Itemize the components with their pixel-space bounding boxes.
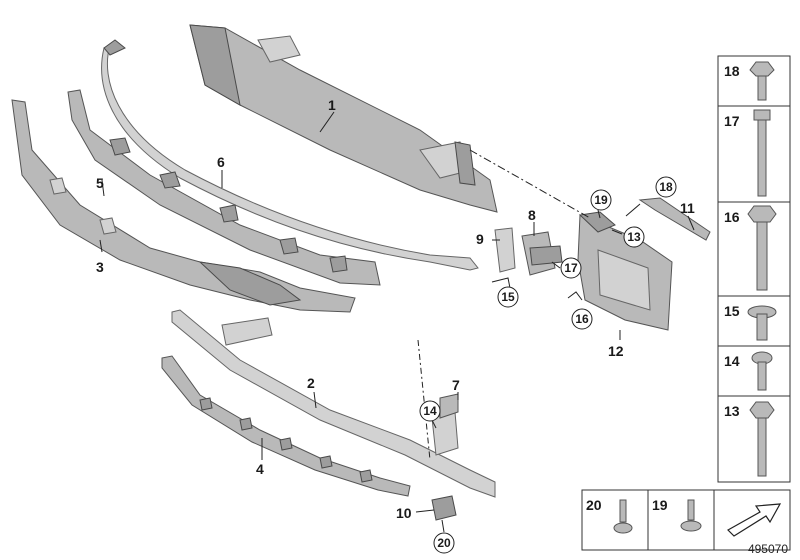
fastener-column — [717, 55, 791, 483]
bracket-8[interactable] — [521, 231, 563, 276]
svg-text:13: 13 — [627, 230, 641, 244]
bracket-arm[interactable] — [638, 197, 711, 241]
callout-8: 8 — [528, 207, 536, 223]
svg-text:20: 20 — [437, 536, 451, 550]
circle-callout-17: 17 — [560, 257, 582, 279]
fastener-18[interactable]: 18 — [724, 61, 775, 101]
svg-text:15: 15 — [501, 290, 515, 304]
svg-text:18: 18 — [659, 180, 673, 194]
callout-9: 9 — [476, 231, 484, 247]
callout-7: 7 — [452, 377, 460, 393]
callout-1: 1 — [328, 97, 336, 113]
fastener-13[interactable]: 13 — [724, 401, 775, 477]
callout-5: 5 — [96, 175, 104, 191]
circle-callout-14: 14 — [419, 400, 441, 422]
lower-strip[interactable] — [161, 355, 411, 497]
svg-text:15: 15 — [724, 303, 740, 319]
callout-10: 10 — [396, 505, 412, 521]
callout-4: 4 — [256, 461, 264, 477]
circle-callout-16: 16 — [571, 308, 593, 330]
crash-box-bracket[interactable] — [577, 211, 673, 331]
callout-3: 3 — [96, 259, 104, 275]
circle-callout-13: 13 — [623, 226, 645, 248]
callout-6: 6 — [217, 154, 225, 170]
fastener-14[interactable]: 14 — [724, 351, 773, 391]
document-number: 495070 — [747, 542, 788, 556]
callout-2: 2 — [307, 375, 315, 391]
bumper-trim-strip[interactable] — [101, 39, 479, 271]
bracket-strip[interactable] — [67, 89, 381, 286]
fastener-19[interactable]: 19 — [652, 497, 702, 532]
callout-11: 11 — [680, 200, 695, 216]
svg-text:14: 14 — [724, 353, 740, 369]
bracket-9[interactable] — [494, 227, 516, 273]
fastener-20[interactable]: 20 — [586, 497, 633, 534]
svg-text:17: 17 — [564, 261, 578, 275]
circle-callout-18: 18 — [655, 176, 677, 198]
circle-callout-20: 20 — [433, 532, 455, 554]
bumper-carrier-beam[interactable] — [189, 24, 498, 213]
svg-text:19: 19 — [594, 193, 608, 207]
circle-callout-19: 19 — [590, 189, 612, 211]
bottom-fastener-row — [581, 489, 791, 551]
svg-text:16: 16 — [724, 209, 740, 225]
front-direction-arrow-icon — [727, 503, 782, 537]
svg-text:14: 14 — [423, 404, 437, 418]
lower-bar[interactable] — [171, 309, 496, 498]
fastener-16[interactable]: 16 — [724, 205, 777, 291]
svg-text:20: 20 — [586, 497, 602, 513]
bracket-7[interactable] — [431, 393, 459, 456]
energy-absorber[interactable] — [11, 99, 356, 313]
circle-callout-15: 15 — [497, 286, 519, 308]
svg-text:17: 17 — [724, 113, 740, 129]
fastener-17[interactable]: 17 — [724, 109, 771, 197]
svg-text:18: 18 — [724, 63, 740, 79]
svg-text:16: 16 — [575, 312, 589, 326]
clip-10[interactable] — [431, 495, 457, 521]
svg-text:13: 13 — [724, 403, 740, 419]
callout-12: 12 — [608, 343, 624, 359]
svg-text:19: 19 — [652, 497, 668, 513]
fastener-15[interactable]: 15 — [724, 303, 777, 341]
